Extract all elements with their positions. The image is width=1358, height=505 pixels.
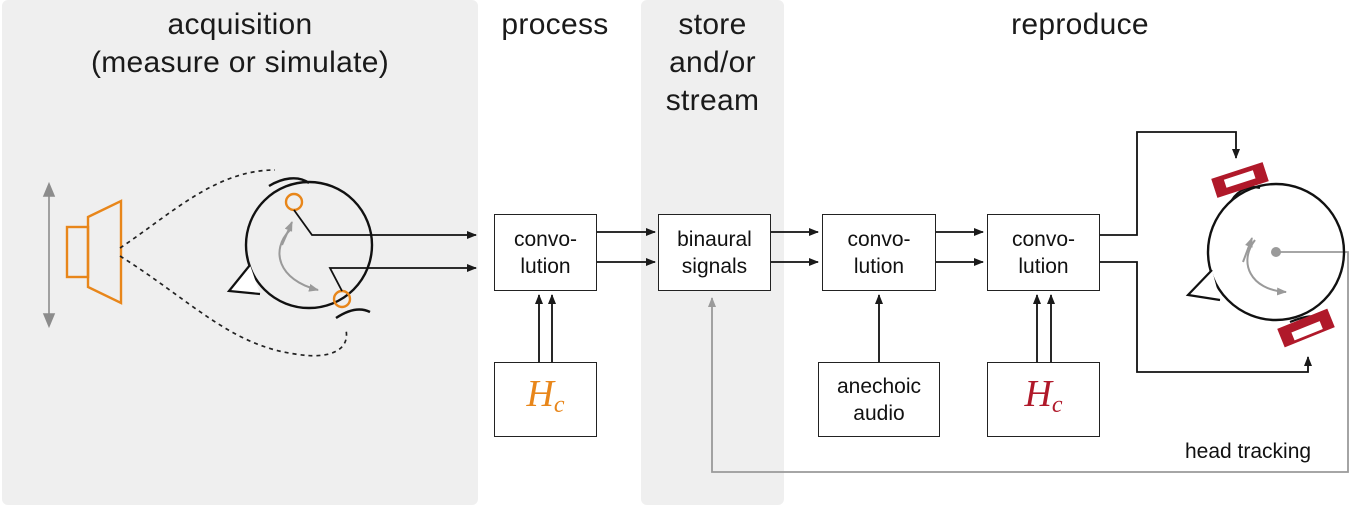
vertical-movement-arrow-icon: [42, 181, 56, 329]
heading-process: process: [501, 8, 609, 41]
listener-rotation-arrow-icon: [1242, 237, 1287, 296]
hc-symbol-acquisition: H: [526, 372, 554, 415]
convolution-box-3-line1: convo-: [1011, 227, 1076, 251]
convolution-box-1: convo- lution: [494, 214, 597, 291]
headphones-icon: [1211, 162, 1335, 348]
head-tracking-line: [708, 251, 1349, 473]
heading-store-line1: store: [678, 8, 747, 41]
hc-box-acquisition: Hc: [494, 362, 597, 437]
binaural-signals-line1: binaural: [677, 227, 752, 251]
heading-store-line3: stream: [665, 84, 760, 117]
hc-subscript-acquisition: c: [553, 391, 565, 418]
hc-symbol-reproduction: H: [1024, 372, 1052, 415]
listener-head-icon: [1185, 182, 1346, 324]
loudspeaker-icon: [65, 199, 123, 305]
head-tracking-label: head tracking: [1185, 440, 1312, 463]
speaker-to-left-ear-path: [119, 169, 276, 249]
heading-store-line2: and/or: [669, 46, 756, 79]
convolution-box-2-line1: convo-: [847, 227, 911, 251]
convolution-box-3: convo- lution: [987, 214, 1100, 291]
anechoic-audio-line2: audio: [853, 401, 905, 425]
convolution-box-2-line2: lution: [853, 254, 905, 278]
acquisition-panel: [2, 0, 478, 505]
hc-subscript-reproduction: c: [1051, 391, 1063, 418]
heading-acquisition-line1: acquisition: [167, 8, 313, 41]
convolution-box-1-line1: convo-: [513, 227, 578, 251]
heading-acquisition: acquisition (measure or simulate): [30, 6, 450, 82]
binaural-signals-box: binaural signals: [658, 214, 771, 291]
convolution-box-2: convo- lution: [822, 214, 936, 291]
rotation-arrow-icon: [278, 221, 319, 292]
heading-store: store and/or stream: [641, 6, 784, 120]
anechoic-audio-line1: anechoic: [836, 374, 922, 398]
hc-box-reproduction: Hc: [987, 362, 1100, 437]
speaker-to-right-ear-path: [119, 255, 348, 357]
binaural-signals-line2: signals: [681, 254, 748, 278]
heading-acquisition-line2: (measure or simulate): [90, 46, 390, 79]
convolution-box-1-line2: lution: [520, 254, 571, 278]
acquisition-head-icon: [226, 177, 374, 319]
convolution-box-3-line2: lution: [1018, 254, 1069, 278]
anechoic-audio-box: anechoic audio: [818, 362, 940, 437]
heading-reproduce: reproduce: [1011, 8, 1149, 41]
